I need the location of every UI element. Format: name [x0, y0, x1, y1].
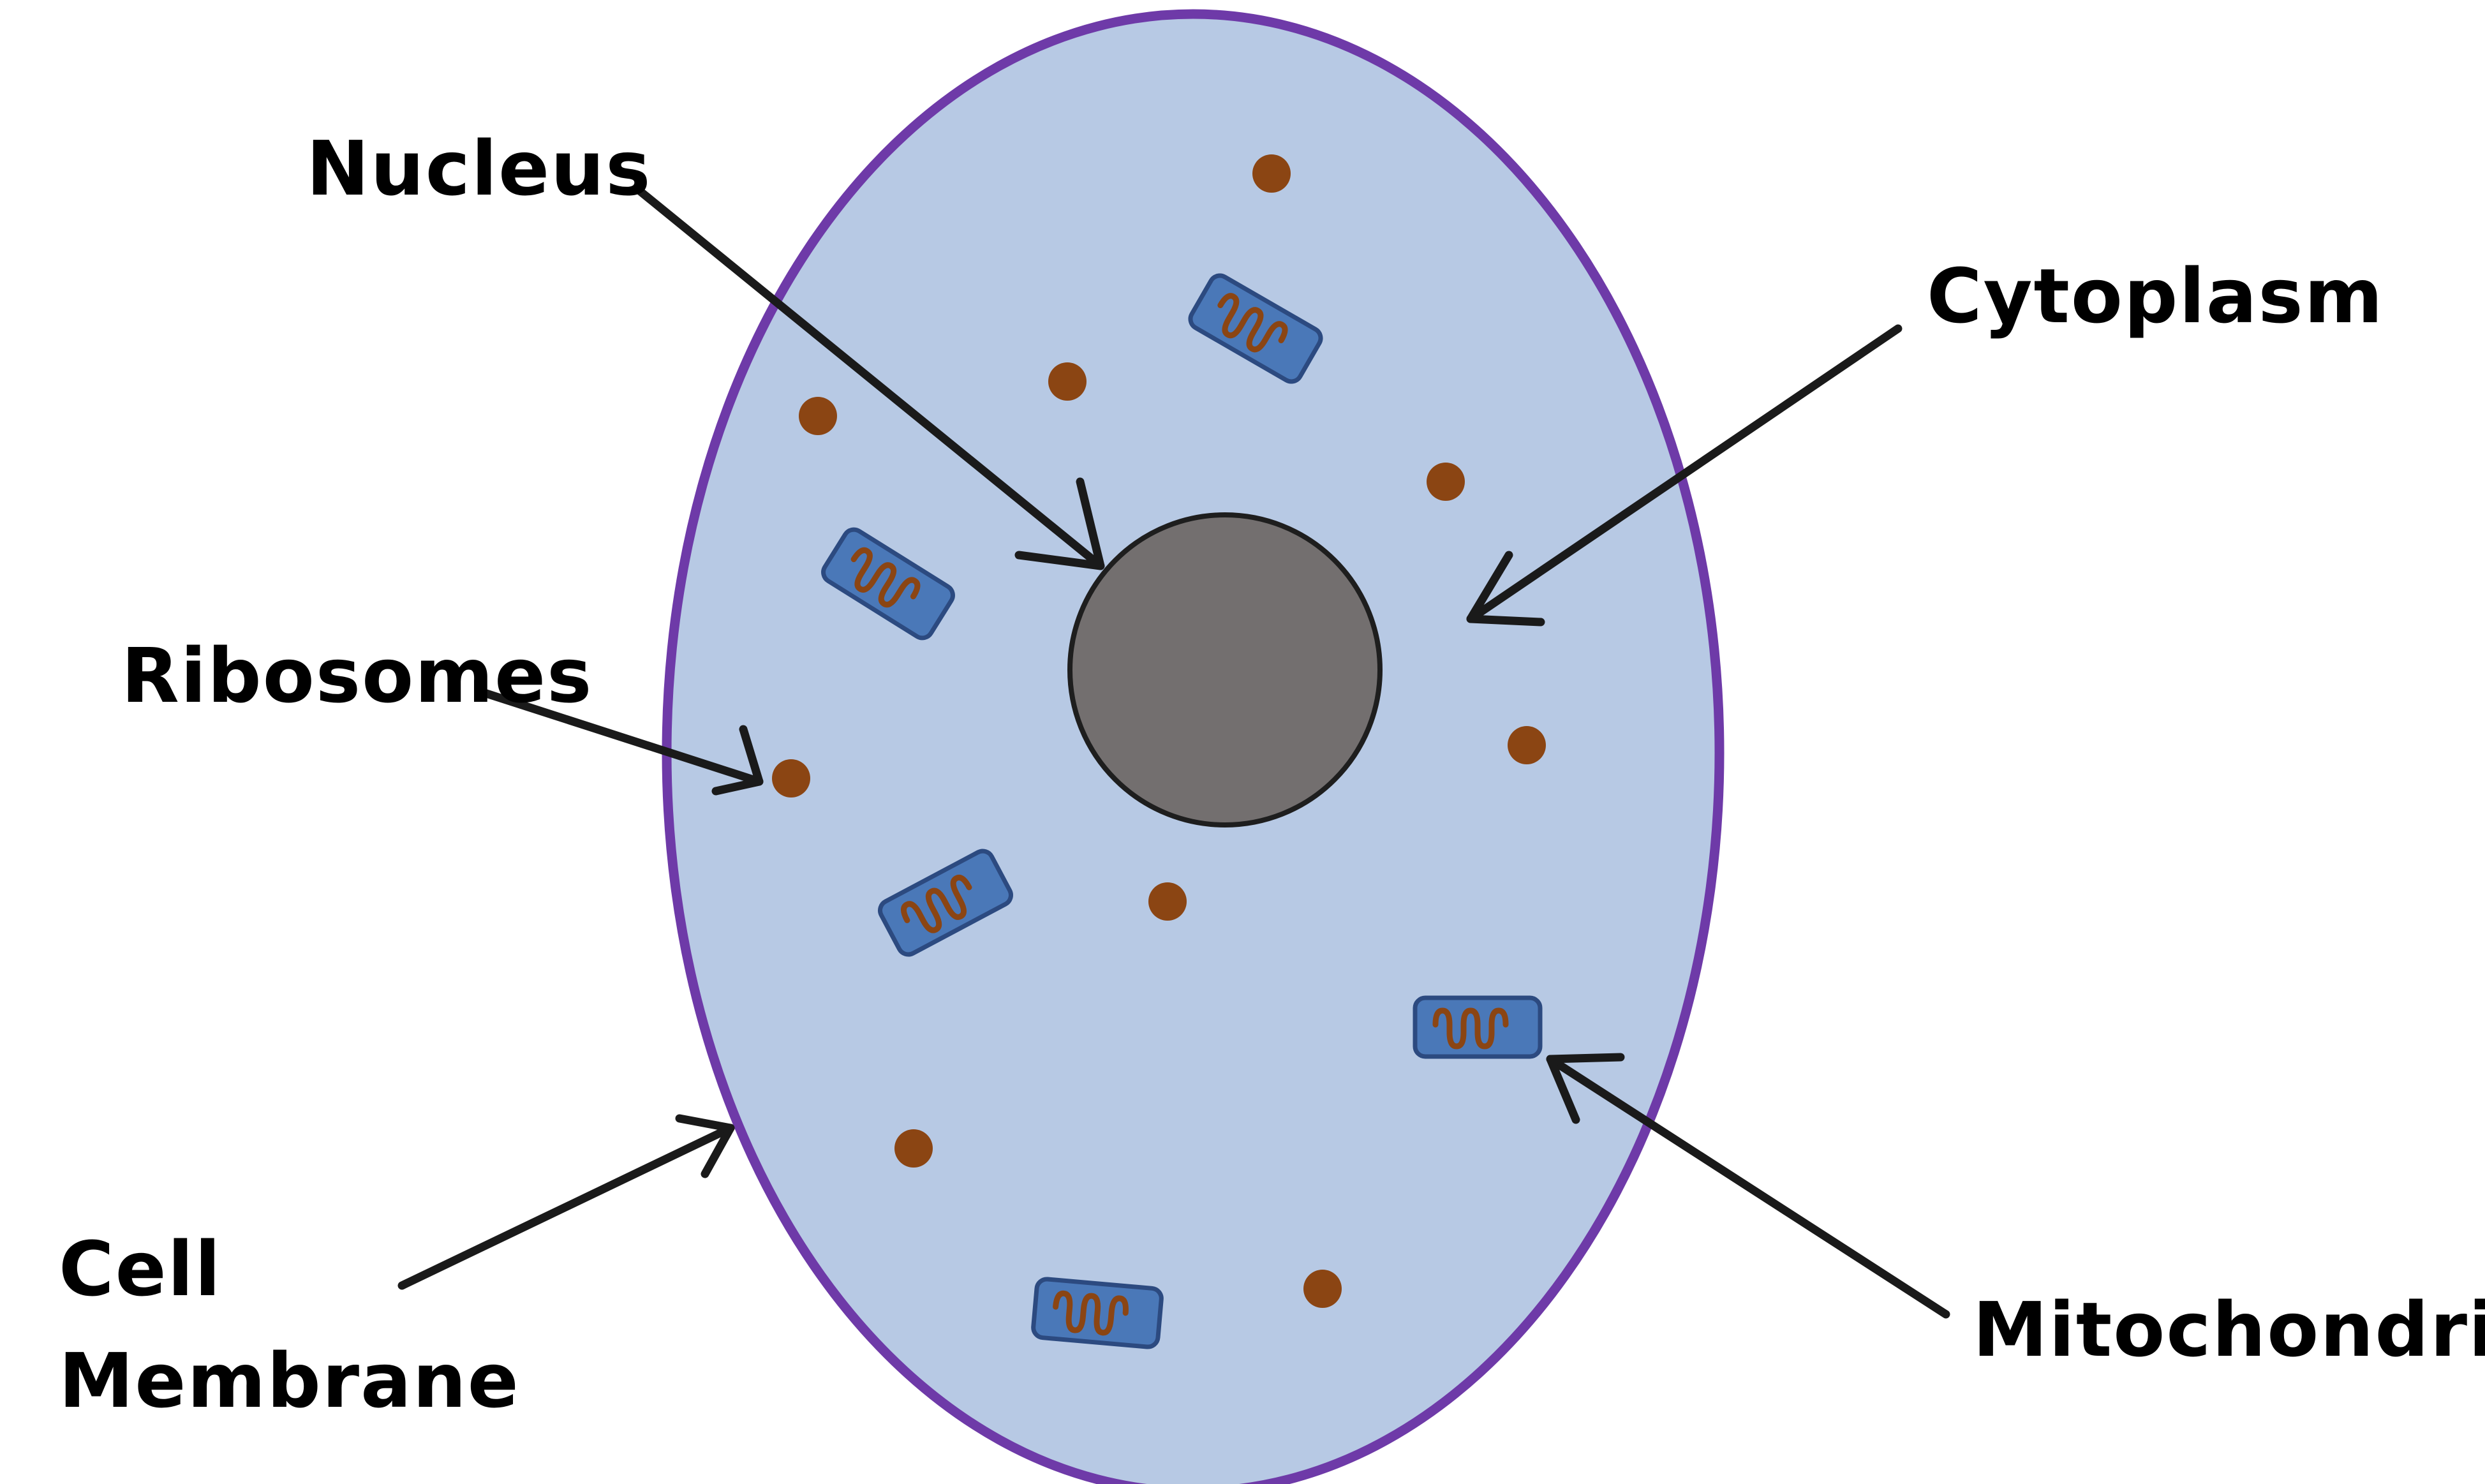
ribosomes: [772, 154, 1546, 1308]
mitochondria-arrow: [1546, 1053, 1950, 1319]
nucleus-label: Nucleus: [306, 124, 651, 212]
ribosome: [1148, 882, 1187, 921]
cell-membrane-arrow: [397, 1114, 735, 1290]
cytoplasm-arrow: [1466, 324, 1903, 627]
ribosome: [1252, 154, 1291, 193]
nucleus-arrow: [634, 185, 1105, 570]
ribosome: [1303, 1270, 1342, 1308]
cytoplasm-label: Cytoplasm: [1927, 252, 2384, 340]
nucleus: [1067, 512, 1383, 827]
mitochondrion: [1413, 995, 1543, 1059]
ribosome: [772, 759, 810, 798]
mitochondrion: [1188, 273, 1323, 384]
ribosome: [1048, 362, 1087, 401]
cell-membrane-label-line2: Membrane: [59, 1337, 520, 1425]
ribosomes-arrow: [474, 686, 764, 796]
ribosome: [1508, 726, 1546, 764]
mitochondria-label: Mitochondria: [1973, 1286, 2485, 1374]
mitochondrion: [878, 849, 1013, 957]
ribosome: [799, 397, 837, 435]
mitochondrion: [821, 527, 955, 641]
ribosome: [894, 1129, 933, 1168]
ribosome: [1427, 463, 1465, 501]
cell-membrane-label-line1: Cell: [59, 1225, 222, 1313]
mitochondrion: [1031, 1277, 1164, 1349]
ribosomes-label: Ribosomes: [121, 632, 593, 720]
